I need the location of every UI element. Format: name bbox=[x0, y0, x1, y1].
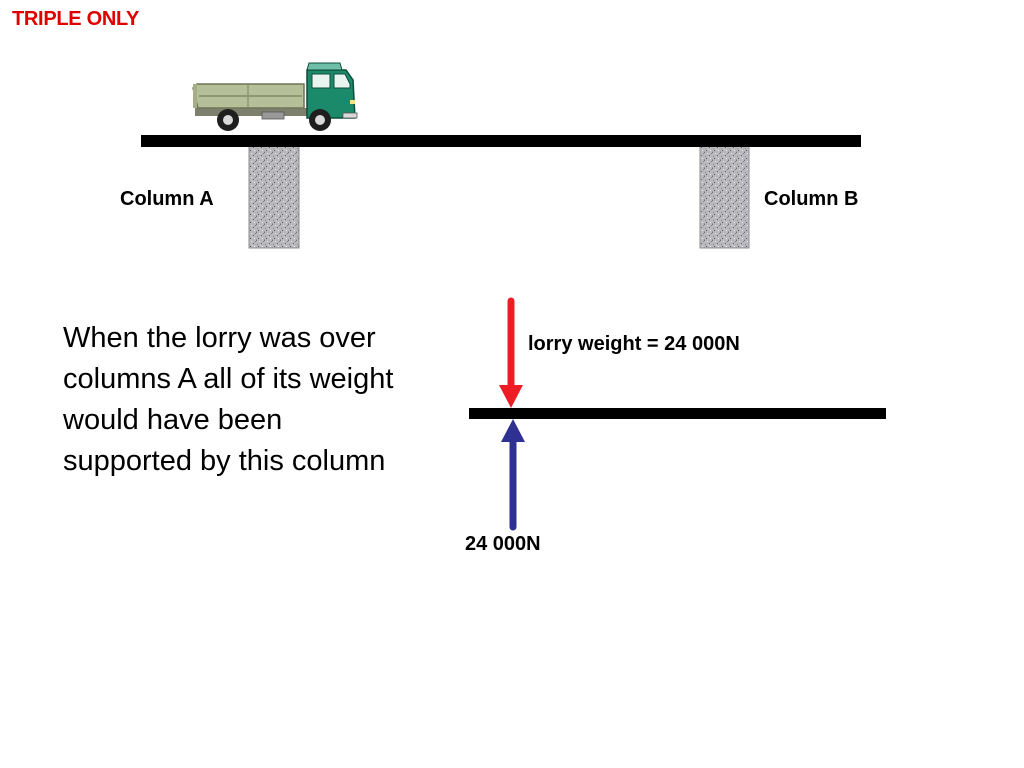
column-a bbox=[248, 145, 300, 249]
force-beam bbox=[469, 408, 886, 419]
triple-only-badge: TRIPLE ONLY bbox=[12, 8, 140, 30]
column-b bbox=[699, 145, 750, 249]
column-a-label: Column A bbox=[120, 188, 214, 210]
lorry-icon bbox=[192, 62, 358, 131]
lorry-weight-label: lorry weight = 24 000N bbox=[528, 333, 740, 355]
column-b-label: Column B bbox=[764, 188, 859, 210]
support-force-arrow bbox=[501, 419, 525, 531]
support-force-label: 24 000N bbox=[465, 533, 541, 555]
explanation-text: When the lorry was over columns A all of… bbox=[63, 322, 394, 477]
lorry-weight-arrow bbox=[499, 297, 523, 408]
bridge-deck bbox=[141, 135, 861, 147]
